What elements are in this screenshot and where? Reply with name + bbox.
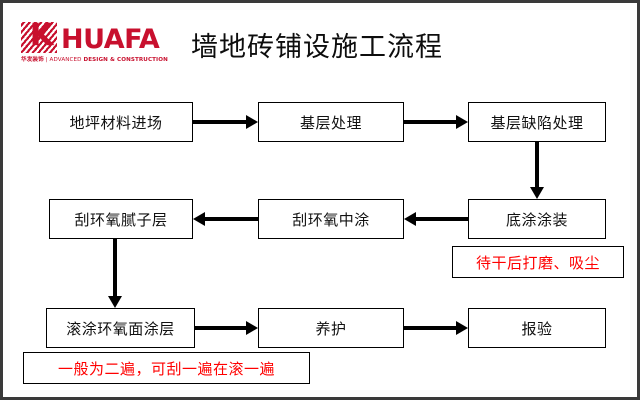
arrow-shaft — [113, 239, 117, 298]
page-title: 墙地砖铺设施工流程 — [191, 32, 443, 63]
logo-tagline-separator: | — [43, 57, 50, 63]
logo-mark-and-word: K HUAFA — [21, 21, 186, 53]
logo-tagline-en-bold: DESIGN & CONSTRUCTION — [83, 57, 168, 63]
arrow-shaft — [195, 326, 248, 330]
logo-stripes-decoration — [21, 22, 57, 53]
flow-node-bao-yan[interactable]: 报验 — [468, 308, 606, 348]
flow-node-ji-ceng-que-xian-chu-li[interactable]: 基层缺陷处理 — [468, 102, 606, 142]
arrow-n2-to-n3 — [404, 115, 468, 129]
note-dai-gan-hou-da-mo-xi-chen: 待干后打磨、吸尘 — [452, 246, 624, 278]
logo-tagline-en-light: ADVANCED — [49, 57, 84, 63]
arrow-shaft — [203, 217, 258, 221]
arrow-n3-to-n6 — [530, 142, 544, 199]
arrow-shaft — [404, 326, 458, 330]
arrow-head-right — [246, 321, 258, 335]
flow-node-gua-huan-yang-ni-zi-ceng[interactable]: 刮环氧腻子层 — [49, 199, 193, 239]
logo-wordmark: HUAFA — [61, 24, 160, 55]
arrow-head-right — [456, 321, 468, 335]
arrow-head-left — [193, 212, 205, 226]
flow-node-di-ping-cai-liao-jin-chang[interactable]: 地坪材料进场 — [39, 102, 193, 142]
arrow-n6-to-n5 — [404, 212, 468, 226]
company-logo: K HUAFA 华发装饰 | ADVANCED DESIGN & CONSTRU… — [21, 21, 186, 67]
logo-tagline-cn: 华发装饰 — [21, 57, 44, 63]
arrow-n7-to-n8 — [195, 321, 258, 335]
logo-letter-k: K — [30, 22, 53, 53]
arrow-shaft — [535, 142, 539, 189]
arrow-n8-to-n9 — [404, 321, 468, 335]
huafa-k-logo-icon: K — [21, 22, 57, 53]
arrow-head-left — [404, 212, 416, 226]
flow-node-gun-tu-huan-yang-mian-tu-ceng[interactable]: 滚涂环氧面涂层 — [46, 308, 195, 348]
arrow-n1-to-n2 — [193, 115, 258, 129]
arrow-head-right — [456, 115, 468, 129]
flow-node-di-tu-tu-zhuang[interactable]: 底涂涂装 — [468, 199, 606, 239]
flow-node-ji-ceng-chu-li[interactable]: 基层处理 — [258, 102, 404, 142]
logo-tagline: 华发装饰 | ADVANCED DESIGN & CONSTRUCTION — [21, 55, 186, 63]
arrow-shaft — [193, 120, 248, 124]
arrow-head-down — [530, 187, 544, 199]
arrow-head-right — [246, 115, 258, 129]
arrow-head-down — [108, 296, 122, 308]
arrow-n5-to-n4 — [193, 212, 258, 226]
note-yi-ban-wei-er-bian: 一般为二遍，可刮一遍在滚一遍 — [23, 352, 310, 384]
arrow-n4-to-n7 — [108, 239, 122, 308]
arrow-shaft — [404, 120, 458, 124]
arrow-shaft — [414, 217, 468, 221]
flow-node-yang-hu[interactable]: 养护 — [258, 308, 404, 348]
flow-node-gua-huan-yang-zhong-tu[interactable]: 刮环氧中涂 — [258, 199, 404, 239]
